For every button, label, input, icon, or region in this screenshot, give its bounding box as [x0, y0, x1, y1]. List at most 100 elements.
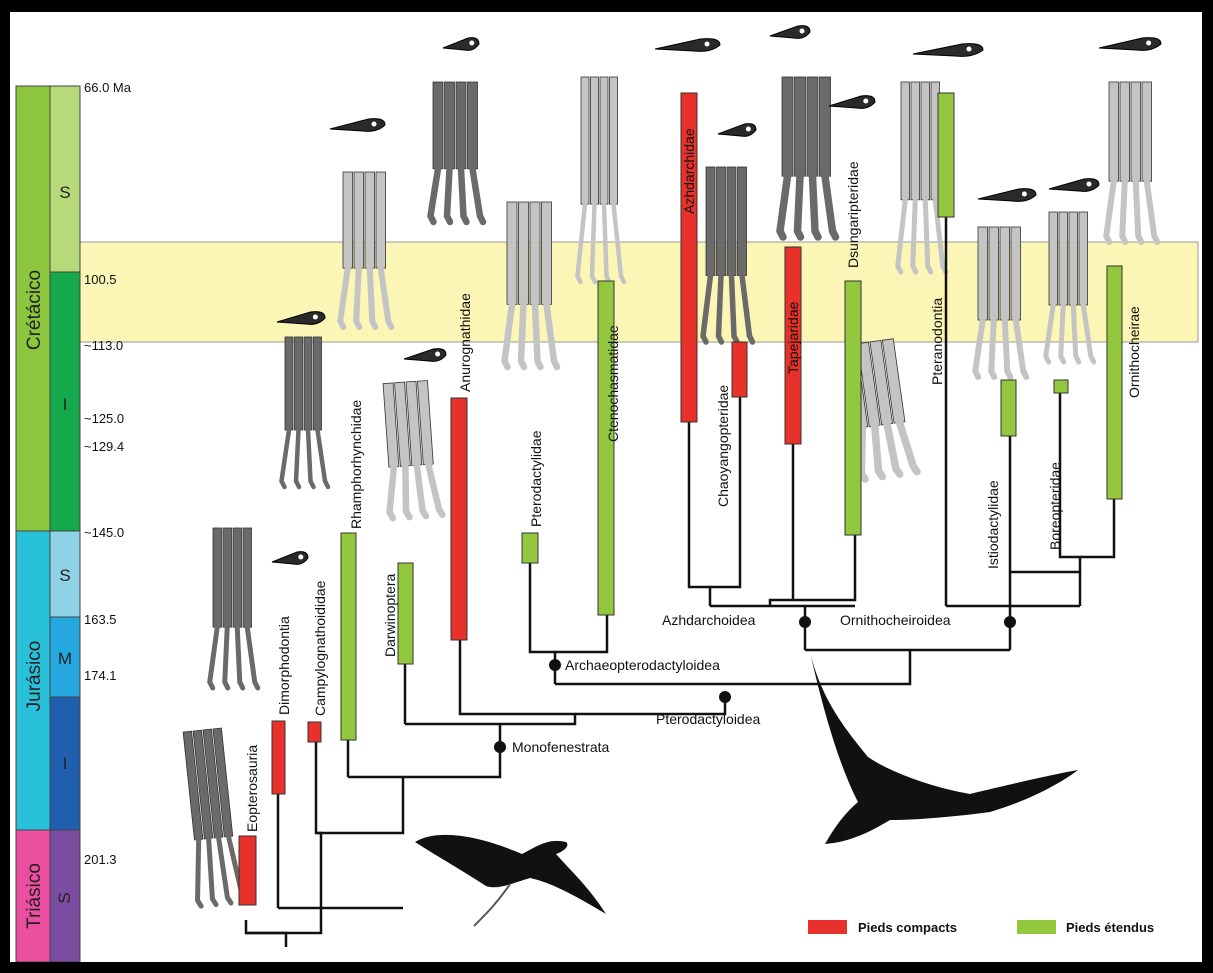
taxon-label: Dsungaripteridae: [845, 161, 861, 268]
toe: [899, 421, 917, 473]
skull-dsungaripteridae: [829, 96, 875, 109]
phylogeny-diagram: Crétácico Jurásico Triásico S I S M I S …: [10, 12, 1202, 962]
metatarsal: [1120, 82, 1130, 181]
clade-label: Monofenestrata: [512, 739, 609, 755]
bar-pterodactylidae: [522, 533, 538, 563]
bar-eopterosauria: [239, 836, 256, 905]
metatarsal: [1049, 212, 1058, 305]
toe: [719, 276, 722, 343]
figure-panel: Crétácico Jurásico Triásico S I S M I S …: [10, 12, 1202, 962]
metatarsal: [610, 77, 618, 204]
toe: [473, 169, 484, 222]
foot-eopterosauria: [210, 528, 258, 688]
metatarsal: [314, 337, 322, 430]
metatarsal: [782, 77, 793, 176]
epoch-label: S: [59, 566, 70, 585]
metatarsal: [901, 82, 910, 200]
toe: [447, 169, 450, 222]
legend: Pieds compacts Pieds étendus: [808, 920, 1154, 935]
epoch-label: S: [59, 183, 70, 202]
metatarsal: [911, 82, 920, 200]
toe: [431, 169, 439, 222]
toe: [798, 176, 801, 237]
toe: [813, 176, 819, 237]
metatarsal: [1131, 82, 1141, 181]
metatarsal: [354, 172, 364, 268]
legend-label-compact: Pieds compacts: [858, 920, 957, 935]
clade-label: Azhdarchoidea: [662, 612, 756, 628]
metatarsal: [1142, 82, 1152, 181]
metatarsal: [600, 77, 608, 204]
skull-azhdarchidae: [655, 39, 720, 52]
metatarsal: [989, 227, 999, 320]
bar-campylognathoididae: [308, 722, 321, 742]
bar-chaoyangopteridae: [732, 342, 747, 397]
metatarsal: [1059, 212, 1068, 305]
node-archaeopterodactyloidea: [549, 659, 561, 671]
taxon-label: Boreopteridae: [1047, 462, 1063, 550]
toe: [925, 200, 931, 272]
metatarsal: [807, 77, 818, 176]
metatarsal: [738, 167, 747, 276]
metatarsal: [507, 202, 517, 304]
toe: [428, 464, 442, 516]
age-label: 174.1: [84, 668, 117, 683]
toe: [308, 430, 314, 487]
epoch-label: S: [55, 892, 74, 903]
pterodactyloid-silhouette: [810, 652, 1078, 844]
skull-rhamphorhynchidae: [330, 119, 385, 132]
skull-orbit: [800, 29, 805, 34]
skull-orbit: [435, 352, 440, 357]
period-label: Triásico: [24, 863, 45, 929]
node-azhdarchoidea: [799, 616, 811, 628]
age-label: ~125.0: [84, 411, 124, 426]
skull-orbit: [1087, 182, 1092, 187]
skull-orbit: [1022, 192, 1027, 197]
taxon-label: Azhdarchidae: [681, 128, 697, 214]
metatarsal: [295, 337, 303, 430]
toe: [1122, 181, 1125, 242]
foot-darwinoptera: [381, 380, 443, 518]
taxon-label: Rhamphorhynchidae: [348, 400, 364, 529]
metatarsal: [727, 167, 736, 276]
epoch-label: I: [63, 395, 68, 414]
legend-swatch-compact: [808, 920, 847, 934]
metatarsal: [456, 82, 466, 169]
metatarsal: [343, 172, 353, 268]
clade-label: Pterodactyloidea: [656, 711, 761, 727]
toe: [356, 268, 359, 327]
metatarsal: [591, 77, 599, 204]
foot-dimorphodontia: [282, 337, 329, 487]
taxon-label: Chaoyangopteridae: [715, 385, 731, 507]
legend-swatch-spread: [1017, 920, 1056, 934]
foot-istiodactylidae: [975, 227, 1026, 377]
toe: [780, 176, 788, 237]
toe: [991, 320, 994, 377]
toe: [1147, 181, 1158, 242]
toe: [318, 430, 329, 487]
toe: [913, 200, 916, 272]
metatarsal: [1011, 227, 1021, 320]
period-label: Jurásico: [24, 641, 45, 712]
skull-istiodactylidae: [978, 189, 1036, 202]
metatarsal: [530, 202, 540, 304]
metatarsal: [223, 528, 232, 627]
age-label: 163.5: [84, 612, 117, 627]
bar-rhamphorhynchidae: [341, 533, 356, 740]
bar-ornithocheirae: [1107, 266, 1122, 499]
node-ornithocheiroidea: [1004, 616, 1016, 628]
foot-tapejaridae: [780, 77, 836, 237]
skull-orbit: [372, 122, 377, 127]
skull-boreopteridae: [1049, 179, 1099, 192]
rhamphorhynchoid-silhouette: [415, 835, 606, 914]
toe: [247, 627, 258, 688]
toe: [386, 467, 397, 519]
age-label: ~113.0: [84, 338, 123, 353]
age-label: ~145.0: [84, 525, 124, 540]
metatarsal: [519, 202, 529, 304]
metatarsal: [1079, 212, 1088, 305]
age-label: 201.3: [84, 852, 117, 867]
taxon-label: Pteranodontia: [929, 298, 945, 385]
clade-label: Ornithocheiroidea: [840, 612, 951, 628]
toe: [225, 627, 228, 688]
